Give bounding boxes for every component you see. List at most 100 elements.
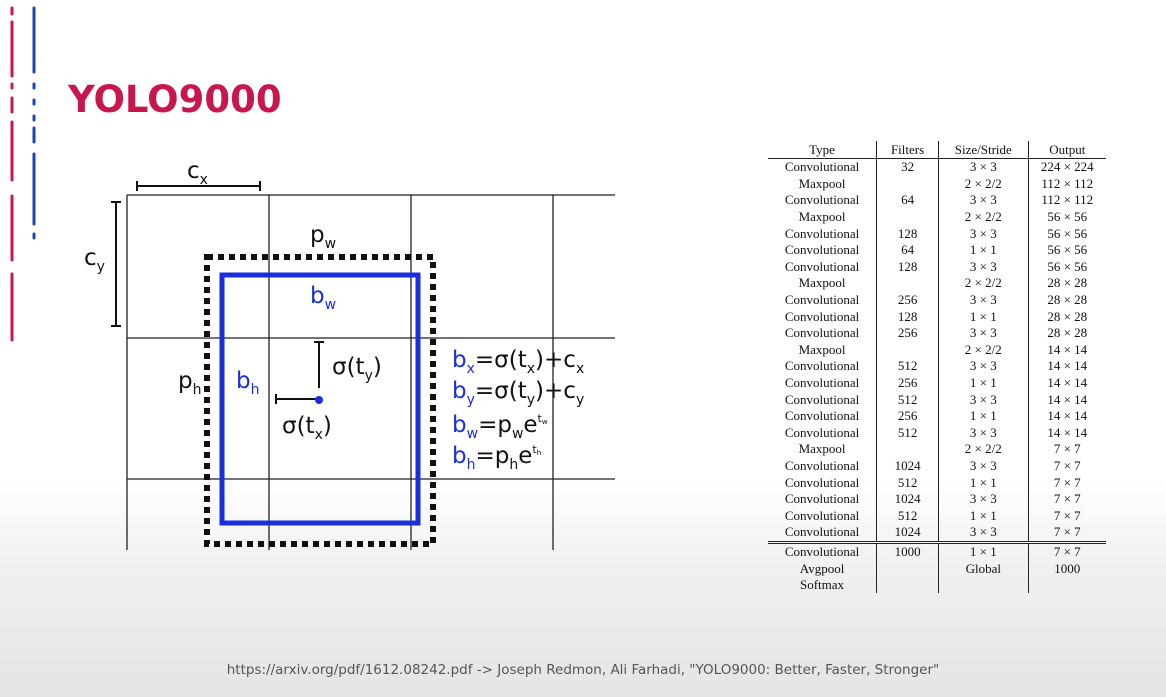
cell-size-stride: 2 × 2/2	[938, 208, 1028, 226]
cell-size-stride: 1 × 1	[938, 507, 1028, 525]
cell-size-stride: 3 × 3	[938, 258, 1028, 276]
cell-type: Convolutional	[784, 391, 860, 407]
cell-size-stride: 3 × 3	[938, 391, 1028, 408]
cell-size-stride: 3 × 3	[938, 158, 1028, 176]
cell-size-stride: Global	[938, 560, 1028, 577]
cell-size-stride: 3 × 3	[938, 291, 1028, 309]
cy-bracket	[111, 201, 121, 327]
cell-filters: 128	[876, 225, 939, 242]
cell-filters: 256	[876, 407, 939, 425]
sigma-tx-label: σ(tx)	[282, 413, 332, 443]
cell-filters	[876, 275, 939, 292]
slide-title: YOLO9000	[68, 78, 282, 121]
cell-size-stride: 1 × 1	[938, 374, 1028, 392]
cell-size-stride: 3 × 3	[938, 490, 1028, 508]
cell-type: Convolutional	[784, 159, 860, 175]
cell-type: Maxpool	[798, 275, 846, 291]
cell-type: Convolutional	[784, 424, 860, 440]
cell-type: Convolutional	[784, 524, 860, 540]
cell-type: Convolutional	[784, 242, 860, 258]
cx-bracket	[136, 181, 261, 191]
equation-bh: bh=pheth	[452, 443, 541, 473]
cell-filters: 512	[876, 474, 939, 491]
cell-output: 112 × 112	[1027, 175, 1106, 193]
cell-filters: 64	[876, 192, 939, 209]
cell-type: Convolutional	[784, 258, 860, 274]
cell-type: Convolutional	[784, 491, 860, 507]
cell-output: 28 × 28	[1027, 275, 1106, 292]
cell-type: Avgpool	[799, 560, 845, 576]
cell-output: 7 × 7	[1027, 441, 1106, 458]
cell-output: 14 × 14	[1027, 341, 1106, 359]
cell-filters	[876, 576, 939, 594]
cell-filters: 256	[876, 374, 939, 392]
source-caption: https://arxiv.org/pdf/1612.08242.pdf -> …	[226, 662, 940, 678]
cell-type: Convolutional	[784, 308, 860, 324]
cell-output: 56 × 56	[1027, 258, 1106, 276]
cell-filters	[876, 441, 939, 458]
cell-type: Maxpool	[798, 341, 846, 357]
cell-filters	[876, 560, 939, 577]
cell-size-stride: 3 × 3	[938, 524, 1028, 543]
cell-output: 7 × 7	[1027, 524, 1106, 543]
cell-filters: 1024	[876, 490, 939, 508]
cell-filters: 128	[876, 258, 939, 276]
cell-size-stride: 1 × 1	[938, 241, 1028, 259]
cell-filters: 512	[876, 391, 939, 408]
cell-size-stride	[938, 576, 1028, 594]
cell-type: Convolutional	[784, 358, 860, 374]
cell-size-stride: 3 × 3	[938, 192, 1028, 209]
cell-filters: 128	[876, 308, 939, 325]
cell-filters: 32	[876, 158, 939, 176]
equation-by: by=σ(ty)+cy	[452, 378, 584, 408]
cell-size-stride: 2 × 2/2	[938, 175, 1028, 193]
cell-filters	[876, 341, 939, 359]
cell-output: 56 × 56	[1027, 208, 1106, 226]
cell-output: 28 × 28	[1027, 324, 1106, 342]
cell-output: 14 × 14	[1027, 424, 1106, 442]
cell-size-stride: 3 × 3	[938, 324, 1028, 342]
bw-label: bw	[310, 283, 336, 313]
cell-size-stride: 3 × 3	[938, 424, 1028, 442]
cell-type: Maxpool	[798, 175, 846, 191]
cell-filters: 512	[876, 424, 939, 442]
cell-size-stride: 1 × 1	[938, 407, 1028, 425]
cell-size-stride: 1 × 1	[938, 474, 1028, 491]
cell-filters: 512	[876, 358, 939, 375]
cell-output: 7 × 7	[1027, 474, 1106, 491]
header-type: Type	[768, 141, 877, 159]
cell-type: Maxpool	[798, 441, 846, 457]
architecture-table-wrap: Type Filters Size/Stride Output Convolut…	[768, 141, 1106, 599]
cell-filters: 1024	[876, 524, 939, 543]
cell-filters	[876, 175, 939, 193]
cell-type: Convolutional	[768, 540, 877, 561]
cell-output: 14 × 14	[1027, 358, 1106, 375]
header-output: Output	[1027, 141, 1106, 159]
cell-size-stride: 1 × 1	[938, 540, 1028, 561]
cell-type: Convolutional	[784, 325, 860, 341]
cell-type: Maxpool	[798, 209, 846, 225]
cell-output	[1027, 576, 1106, 594]
equation-bx: bx=σ(tx)+cx	[452, 347, 584, 377]
bh-label: bh	[236, 368, 259, 398]
cell-filters: 256	[876, 291, 939, 309]
cell-size-stride: 1 × 1	[938, 308, 1028, 325]
cell-output: 28 × 28	[1027, 291, 1106, 309]
cell-output: 7 × 7	[1027, 457, 1106, 475]
